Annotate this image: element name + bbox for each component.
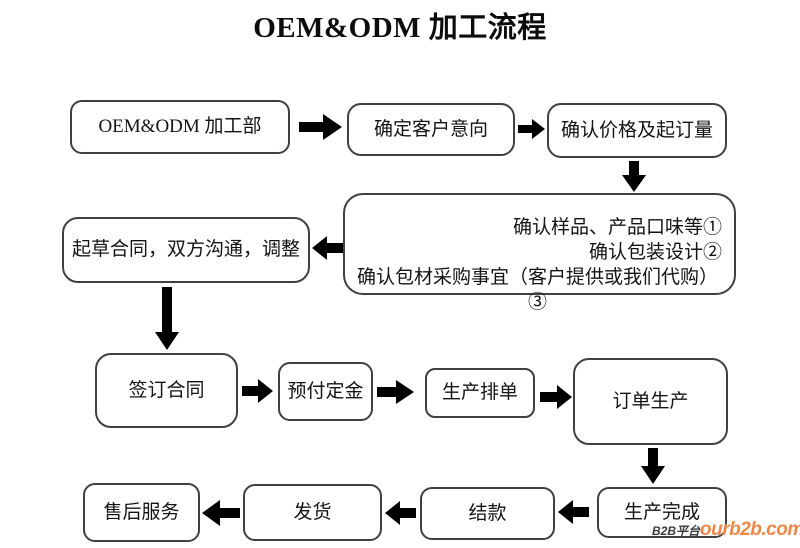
arrow-down-production-to-complete-icon [641, 448, 665, 484]
node-label: 预付定金 [287, 380, 364, 402]
arrow-left-details-to-draft-icon [312, 236, 343, 260]
node-oem-odm-department: OEM&ODM 加工部 [70, 100, 290, 154]
watermark-site-label: ourb2b.com [700, 519, 800, 540]
node-label-line3: 确认包材采购事宜（客户提供或我们代购）③ [356, 267, 718, 313]
arrow-right-deposit-to-schedule-icon [377, 380, 414, 404]
node-production-schedule: 生产排单 [425, 368, 535, 418]
node-label: 签订合同 [128, 379, 205, 401]
arrow-right-sign-to-deposit-icon [242, 379, 273, 403]
node-label: 起草合同，双方沟通，调整 [71, 239, 300, 261]
arrow-down-price-to-details-icon [622, 161, 646, 192]
arrow-down-draft-to-sign-icon [155, 287, 179, 350]
watermark-platform-label: B2B平台 [652, 524, 701, 538]
node-confirm-customer-intent: 确定客户意向 [347, 103, 515, 156]
node-after-sales-service: 售后服务 [83, 483, 200, 542]
arrow-left-ship-to-aftersales-icon [202, 500, 240, 526]
arrow-right-oem-to-intent-icon [299, 114, 342, 140]
page-title: OEM&ODM 加工流程 [253, 12, 547, 44]
arrow-left-payment-to-ship-icon [385, 501, 416, 525]
node-label: 生产排单 [441, 382, 518, 404]
node-confirm-details: 确认样品、产品口味等① 确认包装设计② 确认包材采购事宜（客户提供或我们代购）③ [343, 193, 736, 313]
node-label: 生产完成 [623, 501, 700, 523]
node-label-line2: 确认包装设计② [588, 242, 722, 263]
node-confirm-price-moq: 确认价格及起订量 [547, 103, 727, 158]
arrow-left-complete-to-payment-icon [558, 500, 589, 524]
node-sign-contract: 签订合同 [95, 353, 238, 428]
node-label: 发货 [293, 501, 332, 523]
node-label: 确定客户意向 [373, 118, 488, 140]
arrow-right-schedule-to-production-icon [540, 385, 572, 409]
node-label: OEM&ODM 加工部 [98, 116, 262, 138]
node-label: 结款 [468, 502, 507, 524]
watermark: B2B平台 ourb2b.com [652, 519, 800, 541]
node-production-complete: 生产完成 [597, 487, 727, 538]
node-order-production: 订单生产 [573, 358, 728, 445]
node-label-line1: 确认样品、产品口味等① [512, 217, 722, 238]
node-label: 确认价格及起订量 [560, 119, 713, 141]
node-pay-deposit: 预付定金 [278, 362, 373, 421]
node-draft-contract: 起草合同，双方沟通，调整 [62, 217, 310, 283]
node-label: 订单生产 [612, 390, 689, 412]
node-settle-payment: 结款 [420, 487, 555, 540]
node-label: 售后服务 [103, 501, 180, 523]
node-ship-goods: 发货 [243, 484, 382, 541]
arrow-right-intent-to-price-icon [518, 119, 545, 139]
